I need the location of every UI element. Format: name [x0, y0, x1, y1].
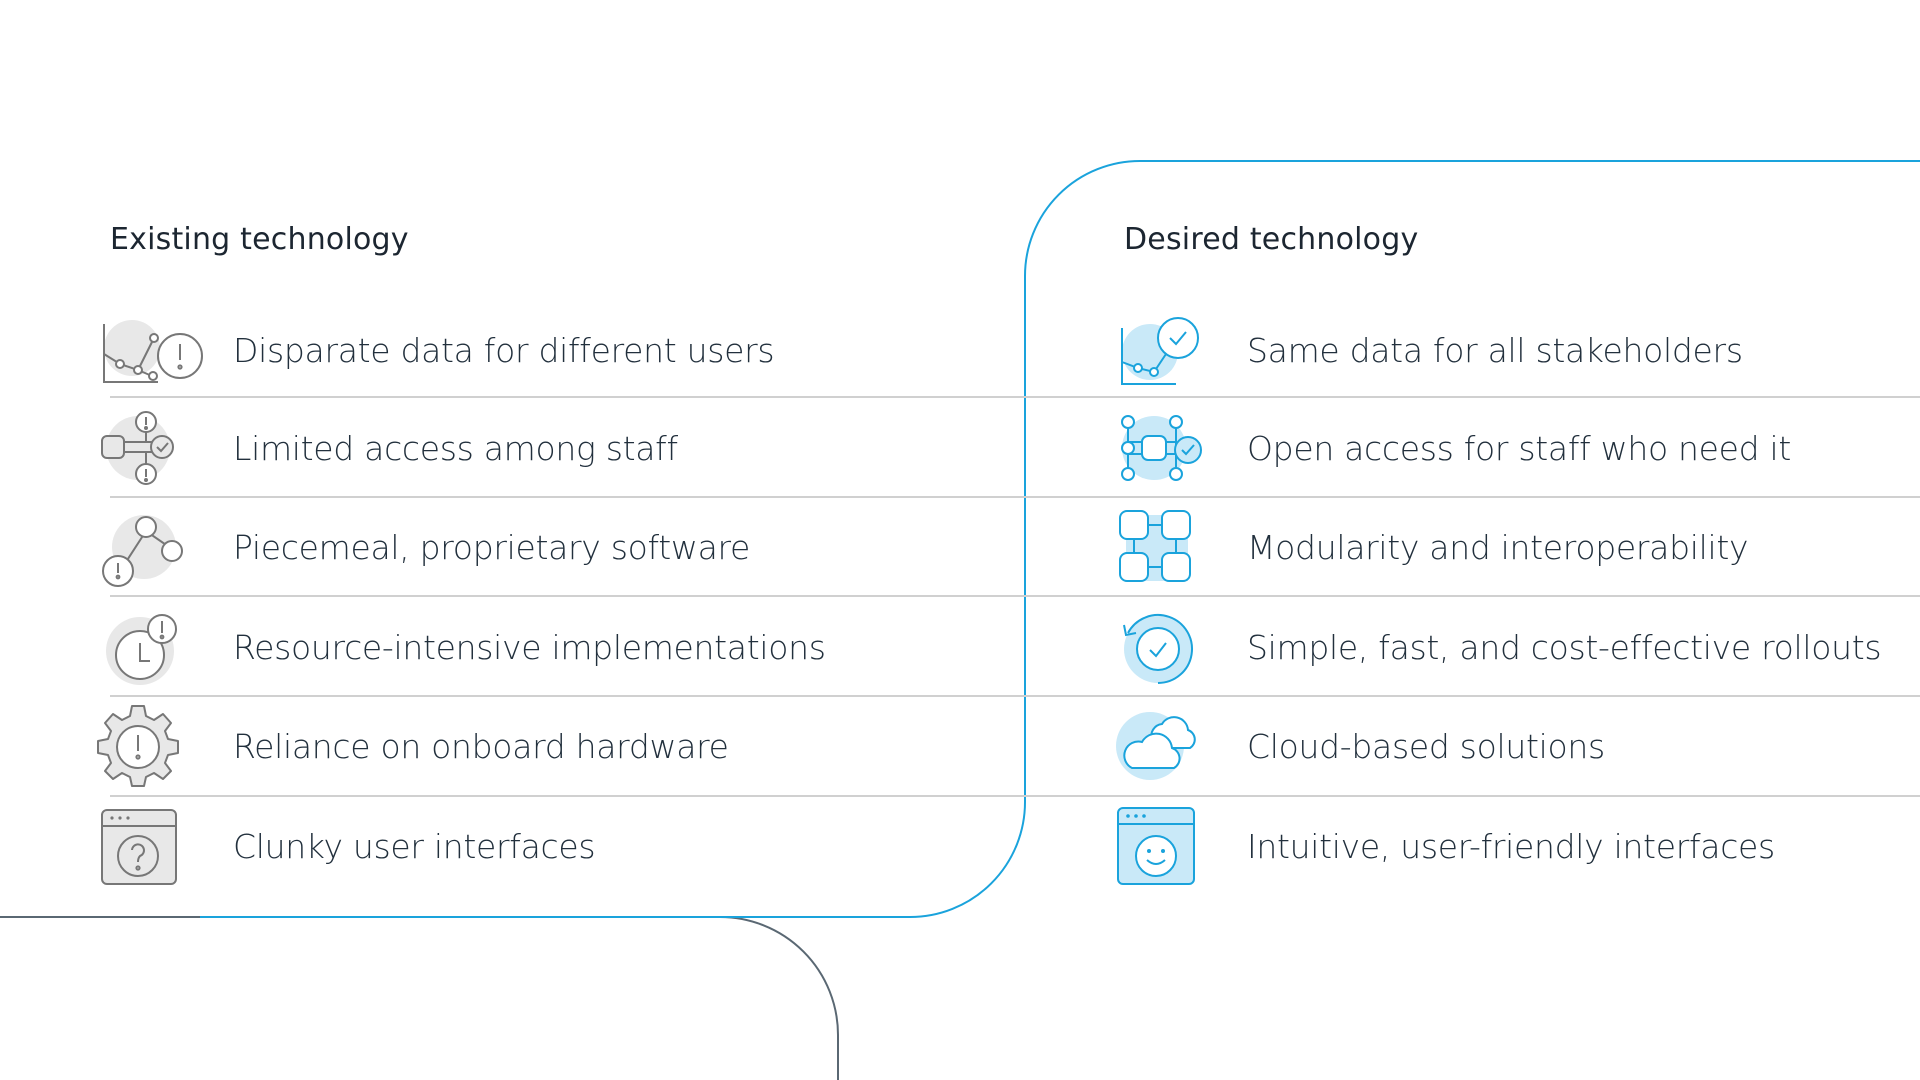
network-alert-icon: [96, 406, 180, 490]
gear-alert-icon: [96, 704, 180, 788]
desired-item-label: Cloud-based solutions: [1247, 726, 1605, 766]
window-smile-icon: [1114, 804, 1198, 888]
line-chart-alert-icon: [96, 308, 203, 392]
dark-outline-curve: [0, 916, 839, 1080]
desired-item-label: Intuitive, user-friendly interfaces: [1247, 826, 1775, 866]
row-divider: [110, 396, 1920, 398]
desired-item-label: Same data for all stakeholders: [1247, 330, 1743, 370]
clock-alert-icon: [96, 605, 180, 689]
existing-item: Disparate data for different users: [96, 300, 996, 400]
existing-item: Clunky user interfaces: [96, 796, 996, 896]
nodes-alert-icon: [96, 505, 183, 589]
row-divider: [110, 595, 1920, 597]
existing-item-label: Disparate data for different users: [233, 330, 775, 370]
row-divider: [110, 795, 1920, 797]
existing-item: Resource-intensive implementations: [96, 597, 996, 697]
row-divider: [110, 695, 1920, 697]
existing-item-label: Resource-intensive implementations: [233, 627, 826, 667]
cloud-icon: [1114, 704, 1198, 788]
existing-item: Reliance on onboard hardware: [96, 696, 996, 796]
existing-technology-title: Existing technology: [110, 222, 409, 257]
existing-item: Piecemeal, proprietary software: [96, 497, 996, 597]
desired-item: Same data for all stakeholders: [1114, 300, 1914, 400]
desired-item-label: Modularity and interoperability: [1247, 527, 1749, 567]
modules-icon: [1114, 505, 1198, 589]
existing-item-label: Clunky user interfaces: [233, 826, 596, 866]
desired-item-label: Open access for staff who need it: [1247, 428, 1792, 468]
line-chart-check-icon: [1114, 308, 1199, 392]
existing-item-label: Piecemeal, proprietary software: [233, 527, 751, 567]
desired-item: Open access for staff who need it: [1114, 398, 1914, 498]
network-check-icon: [1114, 406, 1202, 490]
desired-item: Simple, fast, and cost-effective rollout…: [1114, 597, 1914, 697]
existing-item-label: Reliance on onboard hardware: [233, 726, 729, 766]
desired-item-label: Simple, fast, and cost-effective rollout…: [1247, 627, 1882, 667]
desired-item: Modularity and interoperability: [1114, 497, 1914, 597]
window-question-icon: [96, 804, 180, 888]
row-divider: [110, 496, 1920, 498]
desired-item: Cloud-based solutions: [1114, 696, 1914, 796]
existing-item-label: Limited access among staff: [233, 428, 678, 468]
existing-item: Limited access among staff: [96, 398, 996, 498]
desired-technology-title: Desired technology: [1124, 222, 1419, 257]
desired-item: Intuitive, user-friendly interfaces: [1114, 796, 1914, 896]
refresh-check-icon: [1114, 605, 1198, 689]
